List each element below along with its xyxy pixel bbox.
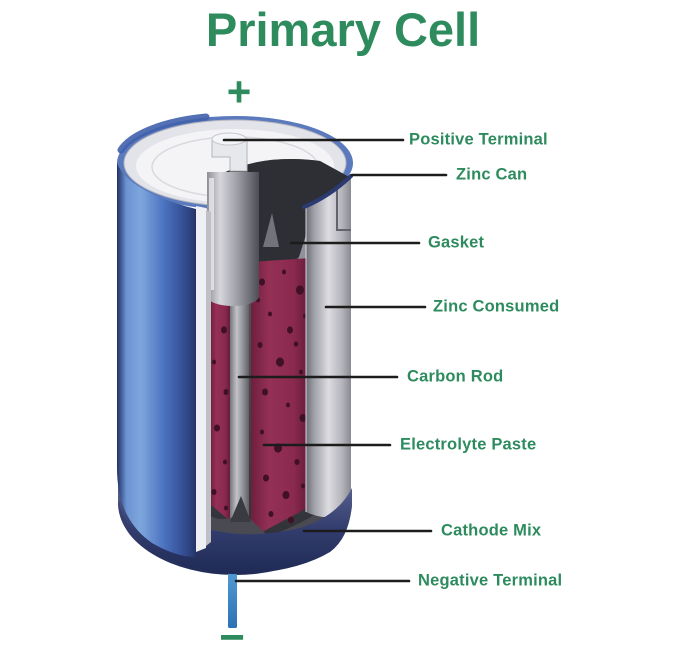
positive-symbol: + — [226, 68, 252, 115]
negative-wire — [228, 560, 237, 628]
label-cathode-mix: Cathode Mix — [441, 521, 542, 540]
label-positive-terminal: Positive Terminal — [409, 130, 548, 149]
cut-edge-white — [196, 206, 206, 552]
label-zinc-consumed: Zinc Consumed — [433, 297, 560, 316]
outer-wrapper — [117, 163, 196, 557]
label-negative-terminal: Negative Terminal — [418, 571, 563, 590]
zinc-can-wall — [306, 174, 351, 518]
cathode-wedge — [230, 496, 251, 522]
label-electrolyte-paste: Electrolyte Paste — [400, 435, 537, 454]
sleeve-highlight — [209, 178, 214, 290]
wrapper-top-arc — [117, 113, 210, 154]
electrolyte-paste-right — [251, 258, 311, 538]
paste-specks — [211, 269, 307, 524]
label-carbon-rod: Carbon Rod — [407, 367, 504, 386]
wrapper-rim-arc — [302, 174, 353, 209]
cut-edge-gray — [206, 210, 211, 546]
carbon-rod-shape — [230, 290, 249, 522]
leader-lines — [222, 138, 448, 583]
carbon-rod-sleeve — [207, 172, 259, 306]
label-zinc-can: Zinc Can — [456, 165, 528, 184]
gasket-highlight-small — [263, 213, 279, 247]
zinc-can-notch — [336, 190, 351, 231]
label-gasket: Gasket — [428, 233, 485, 252]
page-title: Primary Cell — [205, 3, 481, 56]
